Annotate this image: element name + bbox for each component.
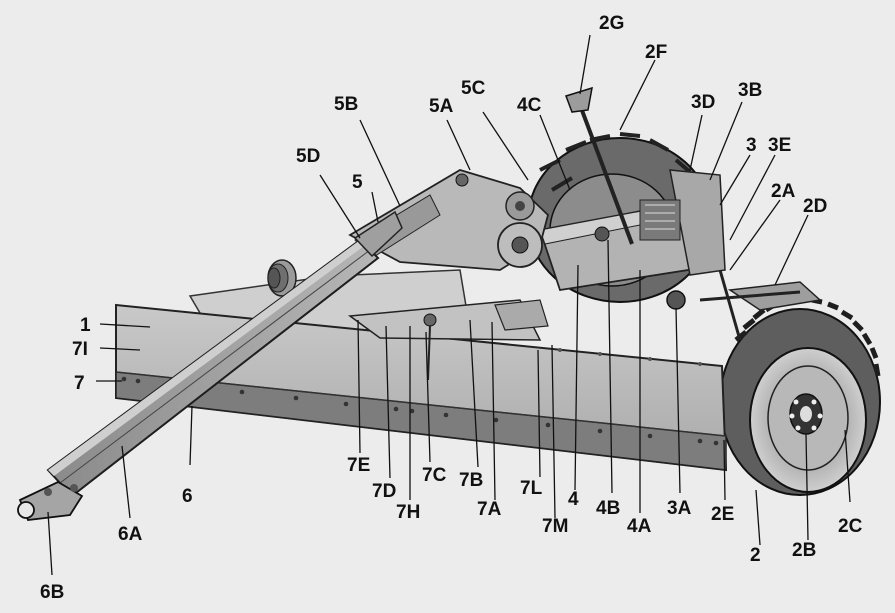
label-7I: 7I <box>72 339 88 360</box>
front-wheel <box>719 295 881 496</box>
label-4: 4 <box>568 489 579 510</box>
label-2: 2 <box>750 545 761 566</box>
label-2B: 2B <box>792 540 817 561</box>
label-2E: 2E <box>711 504 735 525</box>
label-7: 7 <box>74 373 85 394</box>
label-2F: 2F <box>645 42 668 63</box>
label-6: 6 <box>182 486 193 507</box>
label-1: 1 <box>80 315 91 336</box>
hitch-clevis <box>17 480 84 521</box>
label-4B: 4B <box>596 498 621 519</box>
coiled-hose <box>267 259 297 297</box>
label-4C: 4C <box>517 95 542 116</box>
leader-lines <box>47 34 851 576</box>
label-2G: 2G <box>599 13 625 34</box>
label-7L: 7L <box>520 478 543 499</box>
label-3E: 3E <box>768 135 792 156</box>
label-2A: 2A <box>771 181 796 202</box>
label-3: 3 <box>746 135 757 156</box>
label-7H: 7H <box>396 502 421 523</box>
main-frame <box>538 86 726 292</box>
label-3D: 3D <box>691 92 716 113</box>
label-5D: 5D <box>296 146 321 167</box>
drawbar <box>17 210 403 521</box>
label-3B: 3B <box>738 80 763 101</box>
label-7E: 7E <box>347 455 371 476</box>
label-7M: 7M <box>542 516 569 537</box>
label-5: 5 <box>352 172 363 193</box>
label-2D: 2D <box>803 196 828 217</box>
label-2C: 2C <box>838 516 863 537</box>
label-7D: 7D <box>372 481 397 502</box>
label-6B: 6B <box>40 582 65 603</box>
lift-boom <box>348 169 550 271</box>
front-axle-linkage <box>666 269 822 341</box>
label-4A: 4A <box>627 516 652 537</box>
label-7A: 7A <box>477 499 502 520</box>
label-7C: 7C <box>422 465 447 486</box>
label-7B: 7B <box>459 470 484 491</box>
label-5A: 5A <box>429 96 454 117</box>
label-3A: 3A <box>667 498 692 519</box>
label-5C: 5C <box>461 78 486 99</box>
label-6A: 6A <box>118 524 143 545</box>
label-5B: 5B <box>334 94 359 115</box>
